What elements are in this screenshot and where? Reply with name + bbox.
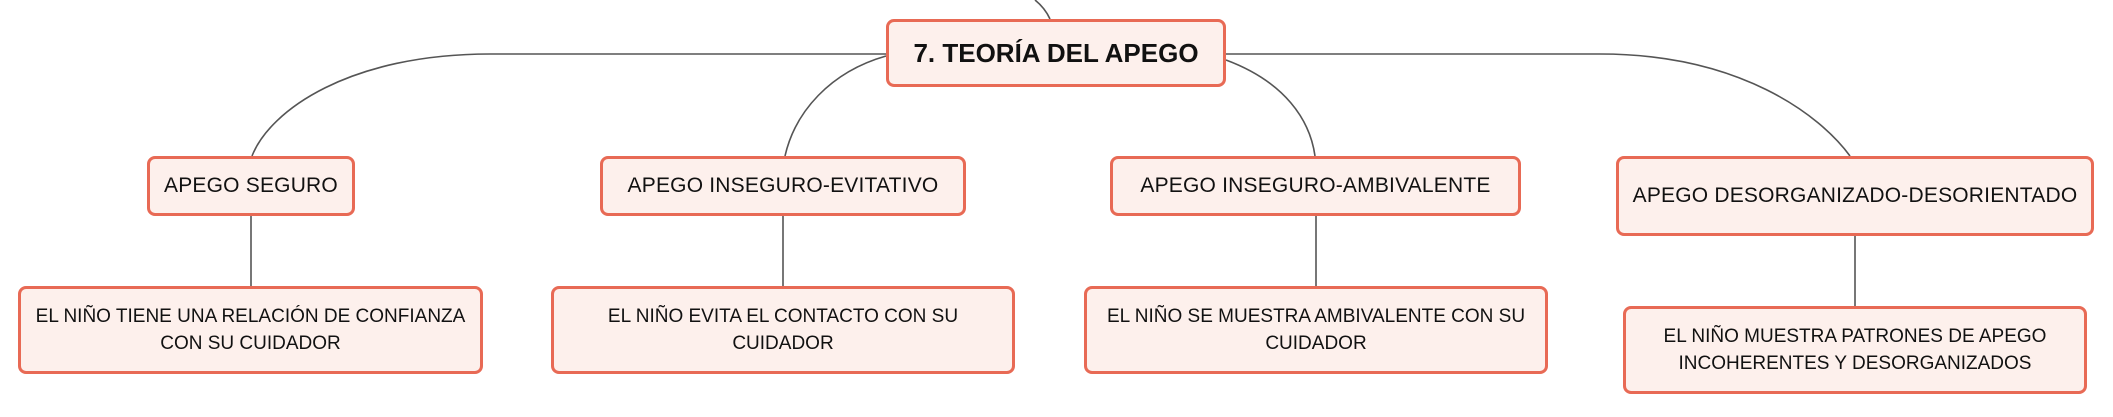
connector-root-cat1 xyxy=(251,53,886,157)
root-node[interactable]: 7. TEORÍA DEL APEGO xyxy=(886,19,1226,87)
category-node-apego-inseguro-ambivalente[interactable]: APEGO INSEGURO-AMBIVALENTE xyxy=(1110,156,1521,216)
description-node-apego-inseguro-ambivalente[interactable]: EL NIÑO SE MUESTRA AMBIVALENTE CON SU CU… xyxy=(1084,286,1548,374)
category-node-apego-desorganizado-desorientado[interactable]: APEGO DESORGANIZADO-DESORIENTADO xyxy=(1616,156,2094,236)
connector-root-cat3 xyxy=(1225,59,1316,157)
description-node-apego-seguro[interactable]: EL NIÑO TIENE UNA RELACIÓN DE CONFIANZA … xyxy=(18,286,483,374)
connector-root-cat4 xyxy=(1226,53,1851,157)
connector-root-cat2 xyxy=(784,55,887,157)
category-node-apego-seguro[interactable]: APEGO SEGURO xyxy=(147,156,355,216)
description-node-apego-inseguro-evitativo[interactable]: EL NIÑO EVITA EL CONTACTO CON SU CUIDADO… xyxy=(551,286,1015,374)
description-node-apego-desorganizado-desorientado[interactable]: EL NIÑO MUESTRA PATRONES DE APEGO INCOHE… xyxy=(1623,306,2087,394)
connector-parent-root xyxy=(1034,0,1051,20)
category-node-apego-inseguro-evitativo[interactable]: APEGO INSEGURO-EVITATIVO xyxy=(600,156,966,216)
